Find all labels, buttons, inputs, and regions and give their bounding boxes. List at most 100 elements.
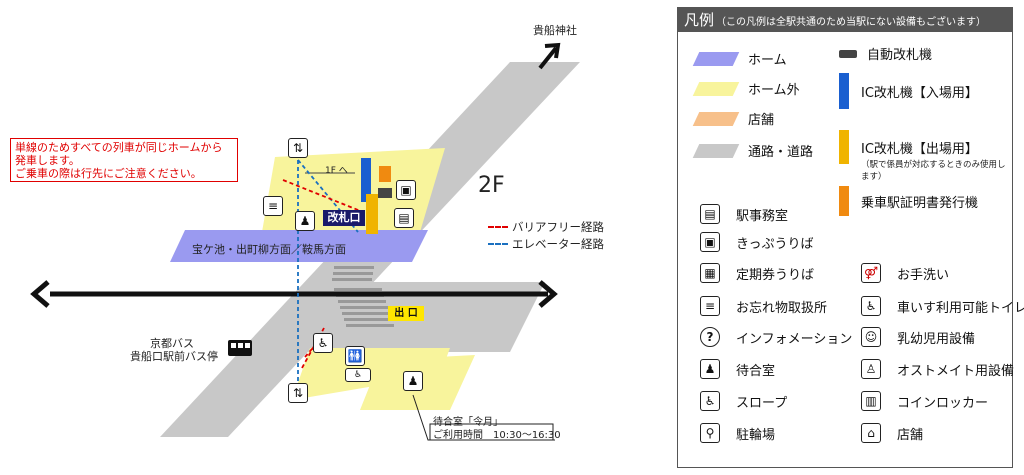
legend-item: 店舗 xyxy=(692,109,775,128)
track-arrow-right xyxy=(538,280,558,308)
ostomate-icon: ♙ xyxy=(861,359,881,379)
legend-label: オストメイト用設備 xyxy=(897,363,1015,379)
accessible-toilet-icon: ♿ xyxy=(861,296,881,316)
legend-label: ホーム xyxy=(748,53,787,68)
to-1f-label: 1F へ xyxy=(325,166,348,176)
legend-item: ▣ きっぷうりば xyxy=(700,232,813,252)
shop-icon: ⌂ xyxy=(861,423,881,443)
outside-swatch-icon xyxy=(692,81,740,96)
legend-item: ▥ コインロッカー xyxy=(861,391,988,411)
ticket-gate-label: 改札口 xyxy=(323,210,365,226)
auto-gate-icon xyxy=(839,49,857,58)
waiting-room-icon: ♟ xyxy=(295,211,315,231)
waiting-hours-box xyxy=(429,423,554,441)
route-barrier-free-label: バリアフリー経路 xyxy=(512,220,604,234)
baby-icon: ♿ xyxy=(345,368,371,382)
ic-entry-icon xyxy=(839,73,849,109)
barrier-free-route xyxy=(282,179,369,215)
ic-exit-note: （駅で係員が対応するときのみ使用します） xyxy=(861,160,1006,182)
legend-label: 駐輪場 xyxy=(736,427,776,443)
legend-item: ♿ スロープ xyxy=(700,391,787,411)
legend-label: 店舗 xyxy=(897,427,924,443)
legend-item: ♿ 車いす利用可能トイレ xyxy=(861,296,1024,316)
legend-item: ホーム外 xyxy=(692,79,800,98)
waiting-room-hours: ご利用時間 10:30〜16:30 xyxy=(433,430,561,441)
legend-header: 凡例 （この凡例は全駅共通のため当駅にない設備もございます） xyxy=(678,8,1012,32)
road-swatch-icon xyxy=(692,143,740,158)
shrine-arrow-line xyxy=(538,46,558,70)
bus-stop-name: 貴船口駅前バス停 xyxy=(130,350,218,363)
notice-line: ご乗車の際は行先にご注意ください。 xyxy=(15,167,202,180)
single-track-notice: 単線のためすべての列車が同じホームから 発車します。 ご乗車の際は行先にご注意く… xyxy=(10,138,238,182)
legend-label: 車いす利用可能トイレ xyxy=(897,300,1024,316)
legend-item: ? インフォメーション xyxy=(700,327,852,347)
legend-item: 乗車駅証明書発行機 xyxy=(839,186,978,216)
platform xyxy=(170,230,428,262)
legend-label: IC改札機【出場用】 xyxy=(861,141,978,157)
blue-dash-icon xyxy=(488,243,508,245)
legend-label: インフォメーション xyxy=(736,331,853,347)
shrine-arrow-head xyxy=(544,42,561,59)
legend-label: IC改札機【入場用】 xyxy=(861,85,978,101)
legend-label: 通路・道路 xyxy=(748,145,814,160)
toilet-icon: ⚤ xyxy=(861,263,881,283)
legend-item: ♟ 待合室 xyxy=(700,359,775,379)
route-barrier-free-legend: バリアフリー経路 xyxy=(488,219,604,235)
stairs xyxy=(332,266,394,327)
waiting-room-name: 待合室「令月」 xyxy=(433,417,503,428)
lost-found-icon: ≡ xyxy=(263,196,283,216)
legend-label: 乳幼児用設備 xyxy=(897,331,976,347)
station-map: 貴船神社 単線のためすべての列車が同じホームから 発車します。 ご乗車の際は行先… xyxy=(10,24,604,441)
ic-entry-gate xyxy=(361,158,371,202)
legend-item: ≡ お忘れ物取扱所 xyxy=(700,296,827,316)
legend-label: ホーム外 xyxy=(748,83,800,98)
legend-label: スロープ xyxy=(736,395,788,411)
ticket-office-icon: ▣ xyxy=(396,180,416,200)
platform-swatch-icon xyxy=(692,51,740,66)
baby-icon: ☺ xyxy=(861,327,881,347)
legend-label: お手洗い xyxy=(897,267,950,283)
legend-item: ☺ 乳幼児用設備 xyxy=(861,327,975,347)
legend-label: 店舗 xyxy=(748,113,775,128)
legend-item: ▦ 定期券うりば xyxy=(700,263,814,283)
legend-item: IC改札機【出場用】 xyxy=(839,130,978,164)
station-office-icon: ▤ xyxy=(394,208,414,228)
legend-label: きっぷうりば xyxy=(736,236,814,252)
legend-item: ⚤ お手洗い xyxy=(861,263,949,283)
ticket-office-icon: ▣ xyxy=(700,232,720,252)
waiting-room-icon: ♟ xyxy=(700,359,720,379)
floor-label: 2F xyxy=(478,173,505,198)
certificate-machine-icon xyxy=(839,186,849,216)
auto-gate xyxy=(378,188,392,198)
legend-panel: 凡例 （この凡例は全駅共通のため当駅にない設備もございます） ホーム ホーム外 … xyxy=(677,7,1024,468)
ic-exit-icon xyxy=(839,130,849,164)
legend-label: お忘れ物取扱所 xyxy=(736,300,828,316)
locker-icon: ▥ xyxy=(861,391,881,411)
legend-item: IC改札機【入場用】 xyxy=(839,73,978,109)
destination-shrine: 貴船神社 xyxy=(533,24,577,37)
legend-item: ▤ 駅事務室 xyxy=(700,204,788,224)
slope-icon: ♿ xyxy=(313,333,333,353)
lost-found-icon: ≡ xyxy=(700,296,720,316)
legend-item: ♙ オストメイト用設備 xyxy=(861,359,1014,379)
legend-item: ホーム xyxy=(692,49,787,68)
notice-line: 単線のためすべての列車が同じホームから xyxy=(15,141,223,154)
toilet-icon: 🚻 xyxy=(345,346,365,366)
route-elevator-label: エレベーター経路 xyxy=(512,237,604,251)
track-arrow-left xyxy=(30,280,50,308)
bus-name: 京都バス xyxy=(150,337,194,350)
legend-item: 通路・道路 xyxy=(692,141,814,160)
legend-label: 乗車駅証明書発行機 xyxy=(861,195,979,211)
legend-label: 定期券うりば xyxy=(736,267,815,283)
shop-swatch-icon xyxy=(692,111,740,126)
information-icon: ? xyxy=(700,327,720,347)
legend-label: 待合室 xyxy=(736,363,776,379)
legend-item: ⌂ 店舗 xyxy=(861,423,923,443)
legend-item: 自動改札機 xyxy=(839,44,932,63)
pass-office-icon: ▦ xyxy=(700,263,720,283)
station-office-icon: ▤ xyxy=(700,204,720,224)
exit-label: 出 口 xyxy=(388,306,424,321)
legend-title: 凡例 xyxy=(684,11,715,29)
notice-line: 発車します。 xyxy=(15,154,80,167)
route-elevator-legend: エレベーター経路 xyxy=(488,236,604,252)
